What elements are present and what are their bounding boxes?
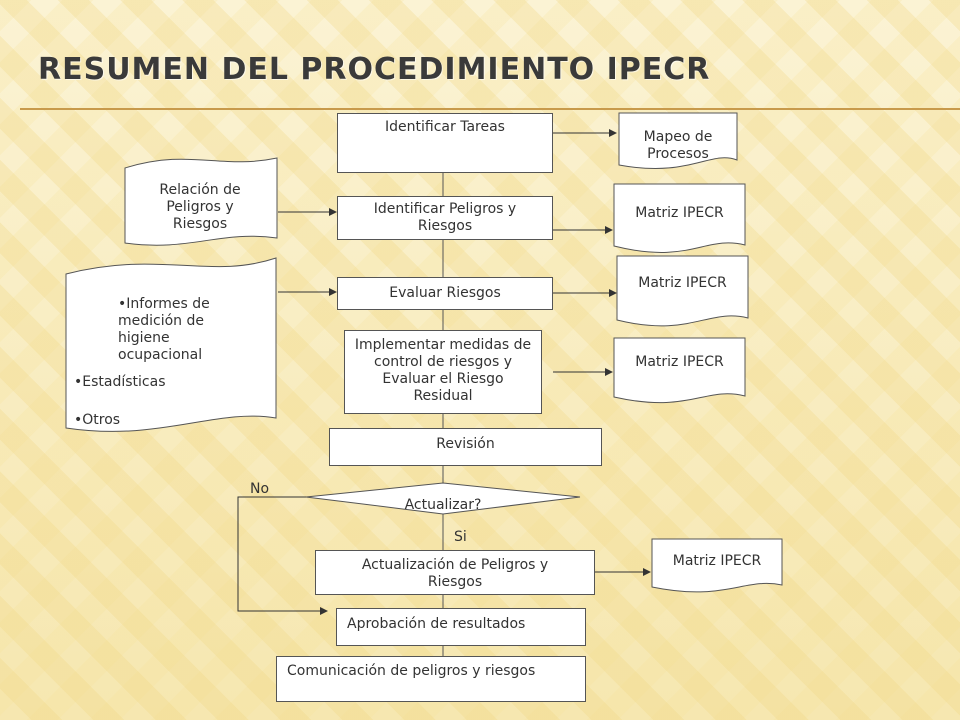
decision-diamond bbox=[305, 482, 581, 515]
step-aprobacion: Aprobación de resultados bbox=[336, 608, 586, 646]
step-comunicacion: Comunicación de peligros y riesgos bbox=[276, 656, 586, 702]
title-underline bbox=[20, 108, 960, 110]
step-implementar-medidas: Implementar medidas de control de riesgo… bbox=[344, 330, 542, 414]
bullet-icon: • bbox=[74, 374, 83, 390]
doc-matriz-2-label: Matriz IPECR bbox=[638, 275, 727, 291]
label-si: Si bbox=[454, 529, 467, 545]
doc-otros-item: •Otros bbox=[74, 412, 120, 429]
label-no: No bbox=[250, 481, 270, 497]
doc-matriz-2-shape bbox=[616, 255, 749, 327]
doc-matriz-1-label: Matriz IPECR bbox=[635, 205, 724, 221]
bullet-icon: • bbox=[74, 412, 83, 428]
step-implementar-medidas-label: Implementar medidas de control de riesgo… bbox=[354, 337, 532, 404]
step-revision: Revisión bbox=[329, 428, 602, 466]
step-comunicacion-label: Comunicación de peligros y riesgos bbox=[287, 663, 536, 679]
bullet-icon: • bbox=[118, 296, 127, 312]
doc-informes-shape bbox=[65, 257, 277, 432]
step-actualizacion: Actualización de Peligros y Riesgos bbox=[315, 550, 595, 595]
doc-otros-text: Otros bbox=[82, 412, 121, 428]
no-loop-connector bbox=[237, 496, 328, 615]
doc-matriz-3-label: Matriz IPECR bbox=[635, 354, 724, 370]
doc-estadisticas-text: Estadísticas bbox=[82, 374, 166, 390]
doc-relacion-label: Relación de Peligros y Riesgos bbox=[159, 182, 241, 232]
step-identificar-peligros-label: Identificar Peligros y Riesgos bbox=[373, 201, 517, 234]
step-identificar-tareas-label: Identificar Tareas bbox=[385, 119, 505, 135]
step-aprobacion-label: Aprobación de resultados bbox=[347, 616, 526, 632]
doc-matriz-1-shape bbox=[613, 183, 746, 253]
step-revision-label: Revisión bbox=[436, 436, 495, 452]
decision-label: Actualizar? bbox=[404, 497, 482, 513]
doc-relacion-shape bbox=[124, 157, 278, 246]
step-identificar-peligros: Identificar Peligros y Riesgos bbox=[337, 196, 553, 240]
step-actualizacion-label: Actualización de Peligros y Riesgos bbox=[361, 557, 549, 590]
doc-matriz-4-shape bbox=[651, 538, 783, 593]
doc-matriz-3-shape bbox=[613, 337, 746, 404]
slide-title: RESUMEN DEL PROCEDIMIENTO IPECR bbox=[38, 52, 711, 87]
doc-informes-item: •Informes de medición de higiene ocupaci… bbox=[118, 296, 238, 364]
step-evaluar-riesgos: Evaluar Riesgos bbox=[337, 277, 553, 310]
doc-mapeo-label: Mapeo de Procesos bbox=[643, 129, 713, 162]
step-evaluar-riesgos-label: Evaluar Riesgos bbox=[389, 285, 501, 301]
step-identificar-tareas: Identificar Tareas bbox=[337, 113, 553, 173]
doc-estadisticas-item: •Estadísticas bbox=[74, 374, 166, 391]
doc-informes-text: Informes de medición de higiene ocupacio… bbox=[118, 296, 210, 363]
doc-matriz-4-label: Matriz IPECR bbox=[672, 553, 762, 569]
doc-mapeo-shape bbox=[618, 112, 738, 169]
